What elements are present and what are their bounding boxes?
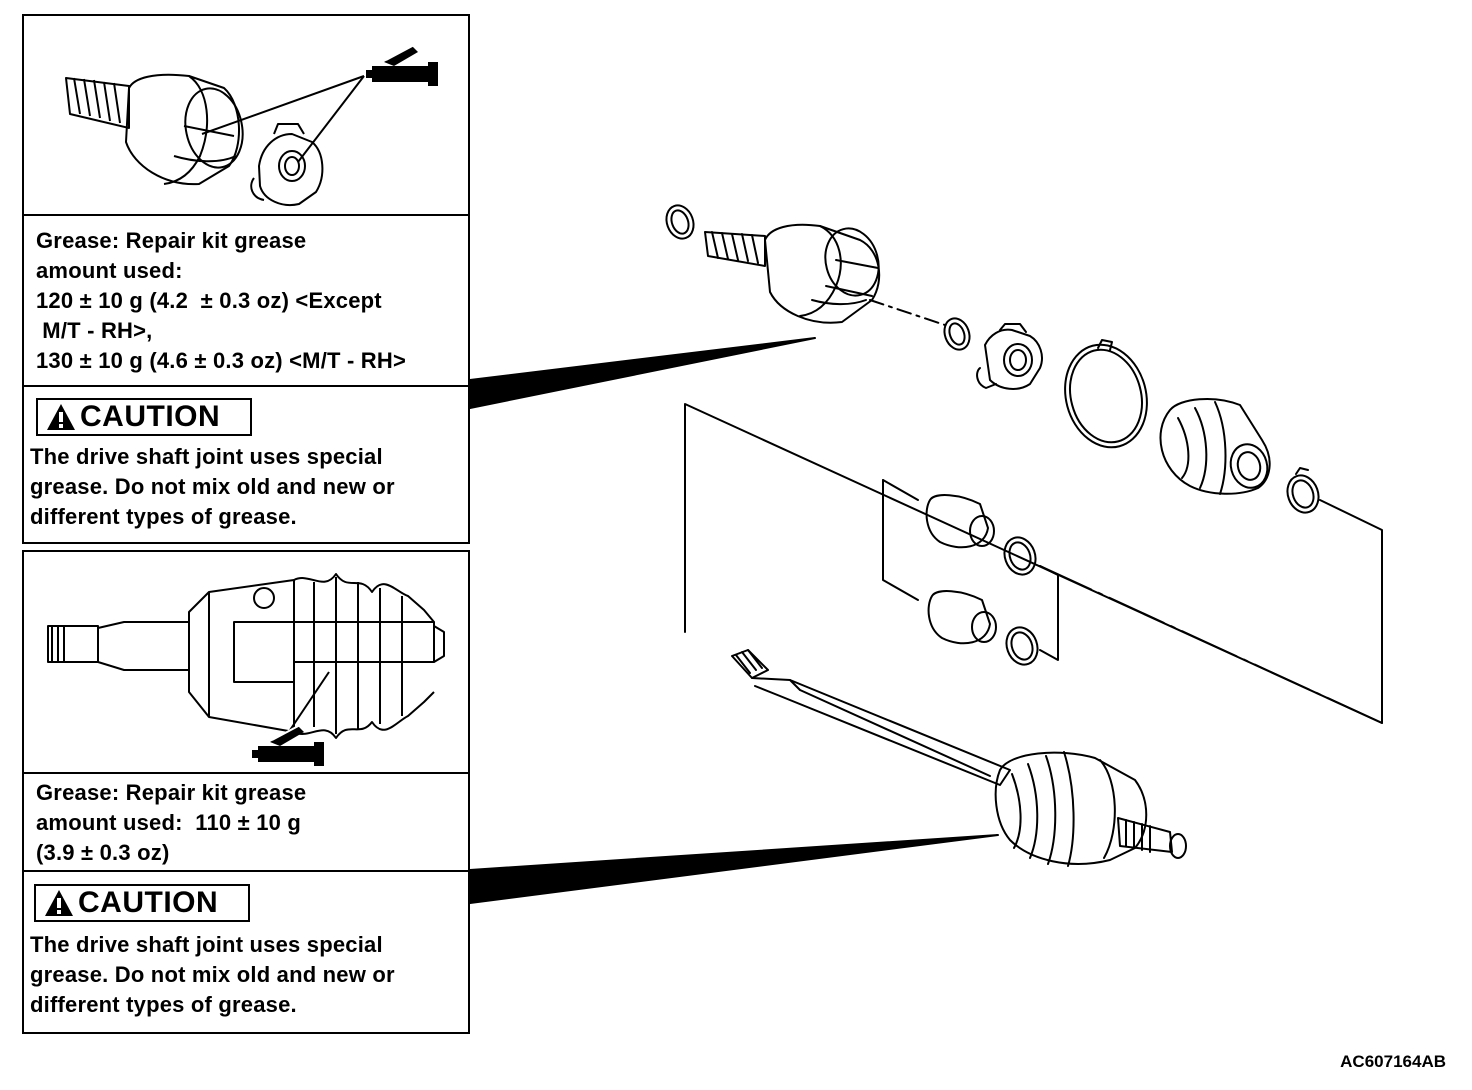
caution-line: The drive shaft joint uses special [30, 444, 383, 469]
inboard-joint-housing [704, 223, 881, 324]
spec-line: amount used: 110 ± 10 g [36, 810, 302, 835]
outboard-joint-grease-panel: Grease: Repair kit grease amount used: 1… [22, 550, 470, 1034]
warning-triangle-icon [47, 404, 75, 430]
boot-band-large [1064, 339, 1148, 449]
spec-line: amount used: [36, 258, 183, 283]
spec-line: Grease: Repair kit grease [36, 780, 307, 805]
dynamic-damper-upper [925, 494, 995, 549]
caution-badge: CAUTION [34, 884, 250, 922]
inboard-boot [1159, 398, 1271, 495]
caution-badge: CAUTION [36, 398, 252, 436]
drive-shaft-assembly [731, 649, 1187, 867]
tripod-spider [976, 323, 1043, 390]
snap-ring-inner [665, 204, 695, 240]
figure-code: AC607164AB [1340, 1052, 1446, 1071]
grease-gun-icon [252, 723, 324, 766]
caution-line: different types of grease. [30, 992, 297, 1017]
dynamic-damper-lower [927, 590, 997, 645]
damper-band-lower [1005, 626, 1039, 666]
inboard-joint-detail-drawing [65, 43, 438, 206]
caution-message: The drive shaft joint uses special greas… [30, 442, 395, 532]
caution-line: The drive shaft joint uses special [30, 932, 383, 957]
spec-line: Grease: Repair kit grease [36, 228, 307, 253]
damper-band-upper [1003, 536, 1037, 576]
grease-gun-icon [366, 43, 438, 86]
callout-pointer-upper [469, 337, 816, 409]
caution-line: grease. Do not mix old and new or [30, 962, 395, 987]
spec-line: M/T - RH>, [36, 318, 153, 343]
outboard-joint-detail-drawing [47, 573, 445, 766]
spec-line: 120 ± 10 g (4.2 ± 0.3 oz) <Except [36, 288, 382, 313]
caution-message: The drive shaft joint uses special greas… [30, 930, 395, 1020]
caution-label: CAUTION [78, 886, 219, 919]
inboard-joint-detail-illustration [24, 16, 468, 216]
callout-pointer-lower [469, 834, 999, 904]
boot-band-small [1286, 467, 1320, 514]
caution-line: grease. Do not mix old and new or [30, 474, 395, 499]
outboard-joint-detail-illustration [24, 552, 468, 774]
outboard-grease-spec: Grease: Repair kit grease amount used: 1… [24, 772, 468, 872]
circlip-upper [943, 317, 971, 351]
caution-line: different types of grease. [30, 504, 297, 529]
spec-line: 130 ± 10 g (4.6 ± 0.3 oz) <M/T - RH> [36, 348, 407, 373]
caution-label: CAUTION [80, 400, 221, 433]
inboard-joint-grease-panel: Grease: Repair kit grease amount used: 1… [22, 14, 470, 544]
inboard-grease-spec: Grease: Repair kit grease amount used: 1… [24, 214, 468, 387]
warning-triangle-icon [45, 890, 73, 916]
spec-line: (3.9 ± 0.3 oz) [36, 840, 170, 865]
